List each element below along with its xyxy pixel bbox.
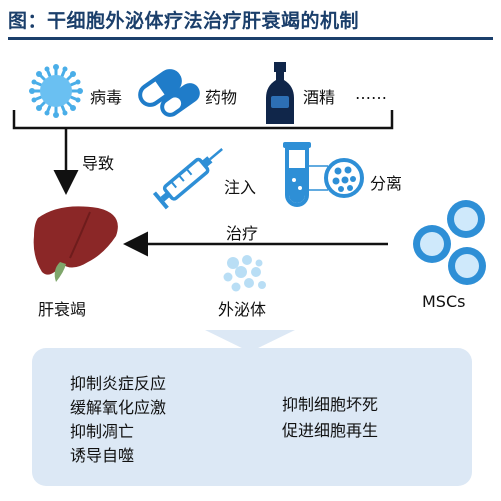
exosome-label: 外泌体: [218, 300, 267, 319]
bottle-icon: [266, 62, 294, 124]
outcome-item: 抑制细胞坏死: [282, 395, 379, 414]
liver-failure-label: 肝衰竭: [38, 300, 87, 319]
effects-right-list: 抑制细胞坏死 促进细胞再生: [282, 392, 378, 444]
effects-panel: [32, 348, 472, 486]
test-tube-icon: [283, 142, 311, 207]
title-divider: [8, 37, 493, 40]
inject-label: 注入: [224, 178, 257, 197]
msc-cells-icon: [413, 200, 486, 285]
page-title: 图：干细胞外泌体疗法治疗肝衰竭的机制: [8, 10, 360, 32]
cause-virus-label: 病毒: [90, 88, 123, 107]
mscs-label: MSCs: [422, 292, 466, 311]
syringe-icon: [152, 148, 223, 210]
down-chevron: [205, 330, 295, 352]
effect-item: 抑制凋亡: [70, 422, 135, 441]
effect-item: 抑制炎症反应: [70, 374, 167, 393]
treatment-label: 治疗: [226, 224, 259, 243]
causes-bracket: [12, 110, 394, 130]
outcome-item: 促进细胞再生: [282, 421, 379, 440]
effect-item: 缓解氧化应激: [70, 398, 167, 417]
cause-alcohol-label: 酒精: [303, 88, 336, 107]
leads-to-label: 导致: [82, 154, 115, 173]
exosome-icon: [223, 255, 266, 292]
magnified-cells-icon: [305, 158, 364, 198]
liver-icon: [33, 206, 118, 282]
virus-icon: [29, 64, 83, 118]
effect-item: 诱导自噬: [70, 446, 135, 465]
cause-etc-label: ……: [355, 84, 387, 103]
pills-icon: [138, 69, 200, 117]
separate-label: 分离: [370, 174, 403, 193]
effects-left-list: 抑制炎症反应 缓解氧化应激 抑制凋亡 诱导自噬: [70, 372, 166, 468]
cause-drug-label: 药物: [205, 88, 238, 107]
